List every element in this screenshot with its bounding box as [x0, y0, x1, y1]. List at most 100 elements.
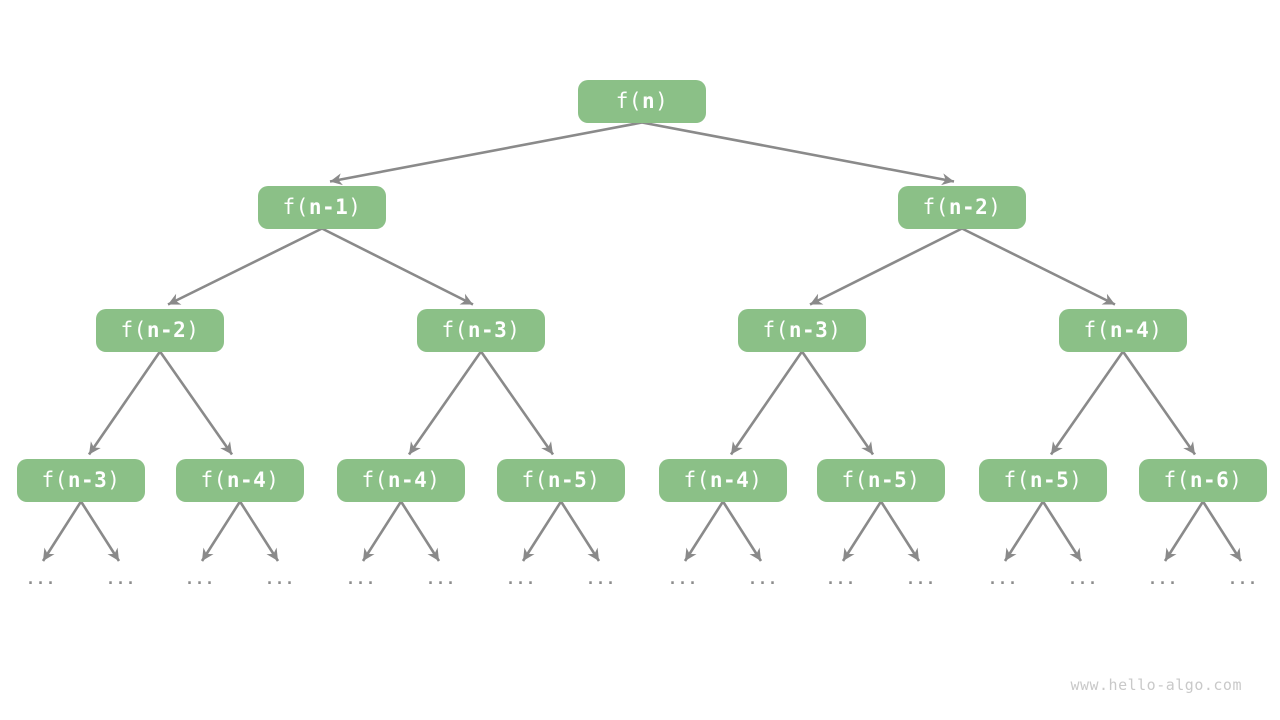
edge-c5-leafR [721, 500, 763, 562]
edge-c7-leafL [1003, 500, 1045, 562]
edge-c2-leafL [200, 500, 242, 562]
node-label-arg: n-3 [467, 318, 508, 342]
node-label-arg: n-4 [387, 468, 428, 492]
node-label-arg: n-5 [867, 468, 908, 492]
ellipsis-leaf: ... [105, 570, 137, 588]
node-label-post: ) [655, 89, 669, 113]
node-label-post: ) [1149, 318, 1163, 342]
node-label-post: ) [427, 468, 441, 492]
node-label-post: ) [1069, 468, 1083, 492]
node-label-pre: f( [615, 89, 642, 113]
watermark: www.hello-algo.com [1070, 676, 1242, 694]
node-label-pre: f( [361, 468, 388, 492]
ellipsis-leaf: ... [184, 570, 216, 588]
node-label-arg: n-3 [67, 468, 108, 492]
node-label-post: ) [348, 195, 362, 219]
edge-c3-leafL [361, 500, 403, 562]
edge-a1-b1 [167, 227, 323, 306]
node-label-post: ) [587, 468, 601, 492]
edge-group [41, 121, 1243, 562]
node-label-post: ) [1229, 468, 1243, 492]
edge-c8-leafL [1163, 500, 1205, 562]
tree-node-c8: f(n-6) [1139, 458, 1267, 502]
ellipsis-leaf: ... [505, 570, 537, 588]
node-label-arg: n-5 [547, 468, 588, 492]
node-label-pre: f( [1083, 318, 1110, 342]
node-label-arg: n-4 [226, 468, 267, 492]
edge-b1-c2 [158, 350, 234, 456]
ellipsis-leaf: ... [667, 570, 699, 588]
node-label-post: ) [749, 468, 763, 492]
node-label-arg: n-3 [788, 318, 829, 342]
edge-b2-c4 [479, 350, 555, 456]
tree-node-c6: f(n-5) [817, 458, 945, 502]
node-label-post: ) [907, 468, 921, 492]
node-label-pre: f( [1163, 468, 1190, 492]
tree-node-c1: f(n-3) [17, 458, 145, 502]
tree-node-c3: f(n-4) [337, 458, 465, 502]
node-label-pre: f( [282, 195, 309, 219]
tree-node-root: f(n) [578, 79, 706, 123]
tree-node-b1: f(n-2) [96, 308, 224, 352]
edge-a2-b3 [809, 227, 963, 306]
node-label-arg: n-5 [1029, 468, 1070, 492]
node-label-pre: f( [441, 318, 468, 342]
node-label-arg: n-1 [308, 195, 349, 219]
edge-c1-leafL [41, 500, 83, 562]
tree-node-b4: f(n-4) [1059, 308, 1187, 352]
tree-node-c2: f(n-4) [176, 458, 304, 502]
tree-node-b3: f(n-3) [738, 308, 866, 352]
edge-c6-leafL [841, 500, 883, 562]
edge-b4-c7 [1049, 350, 1125, 456]
edge-b3-c5 [729, 350, 804, 456]
edge-root-a1 [329, 121, 643, 186]
node-label-pre: f( [521, 468, 548, 492]
ellipsis-leaf: ... [345, 570, 377, 588]
node-label-arg: n-2 [948, 195, 989, 219]
node-label-arg: n-2 [146, 318, 187, 342]
node-label-pre: f( [841, 468, 868, 492]
ellipsis-leaf: ... [25, 570, 57, 588]
node-label-arg: n [641, 89, 656, 113]
node-label-post: ) [507, 318, 521, 342]
edge-c4-leafL [521, 500, 563, 562]
edge-c6-leafR [879, 500, 921, 562]
edge-c5-leafL [683, 500, 725, 562]
node-label-pre: f( [41, 468, 68, 492]
node-label-post: ) [266, 468, 280, 492]
ellipsis-leaf: ... [585, 570, 617, 588]
ellipsis-leaf: ... [747, 570, 779, 588]
ellipsis-leaf: ... [1147, 570, 1179, 588]
ellipsis-leaf: ... [987, 570, 1019, 588]
edge-b4-c8 [1121, 350, 1197, 456]
edge-c2-leafR [238, 500, 280, 562]
node-label-pre: f( [1003, 468, 1030, 492]
node-label-post: ) [186, 318, 200, 342]
node-label-post: ) [828, 318, 842, 342]
node-label-post: ) [988, 195, 1002, 219]
ellipsis-leaf: ... [264, 570, 296, 588]
edge-c7-leafR [1041, 500, 1083, 562]
edge-b3-c6 [800, 350, 875, 456]
ellipsis-leaf: ... [905, 570, 937, 588]
ellipsis-leaf: ... [1067, 570, 1099, 588]
edge-b1-c1 [87, 350, 162, 456]
edge-root-a2 [641, 121, 955, 186]
tree-node-c5: f(n-4) [659, 458, 787, 502]
node-label-arg: n-6 [1189, 468, 1230, 492]
edge-c1-leafR [79, 500, 121, 562]
node-label-pre: f( [762, 318, 789, 342]
node-label-pre: f( [200, 468, 227, 492]
node-label-arg: n-4 [1109, 318, 1150, 342]
ellipsis-leaf: ... [425, 570, 457, 588]
edge-a2-b4 [961, 227, 1116, 306]
ellipsis-leaf: ... [1227, 570, 1259, 588]
tree-node-b2: f(n-3) [417, 308, 545, 352]
node-label-pre: f( [683, 468, 710, 492]
tree-node-c7: f(n-5) [979, 458, 1107, 502]
edge-c3-leafR [399, 500, 441, 562]
node-label-arg: n-4 [709, 468, 750, 492]
node-label-post: ) [107, 468, 121, 492]
tree-node-c4: f(n-5) [497, 458, 625, 502]
